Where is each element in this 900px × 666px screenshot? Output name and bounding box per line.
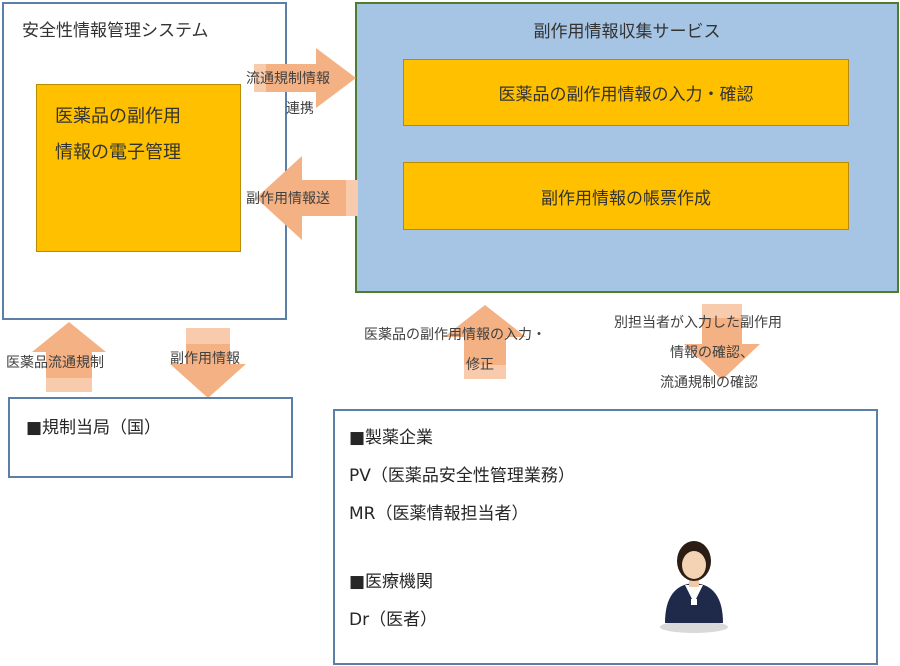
pharma-heading: ■製薬企業 — [349, 428, 434, 448]
side-effect-info-label: 副作用情報 — [170, 351, 240, 367]
parties-box: ■製薬企業 PV（医薬品安全性管理業務） MR（医薬情報担当者） ■医療機関 D… — [333, 409, 878, 665]
confirm-down-arrow-icon — [684, 304, 760, 380]
pv-item: PV（医薬品安全性管理業務） — [349, 466, 575, 486]
report-creation-box: 副作用情報の帳票作成 — [403, 162, 849, 230]
input-confirm-box: 医薬品の副作用情報の入力・確認 — [403, 59, 849, 126]
confirm-label-3: 流通規制の確認 — [660, 375, 758, 391]
list-spacer — [349, 533, 575, 563]
down-arrow-icon — [170, 328, 246, 398]
drug-distribution-regulation-label: 医薬品流通規制 — [6, 355, 104, 371]
up-arrow-icon — [32, 322, 106, 392]
medical-heading: ■医療機関 — [349, 572, 434, 592]
dr-item: Dr（医者） — [349, 610, 438, 630]
safety-system-title: 安全性情報管理システム — [22, 21, 209, 41]
right-arrow-icon — [254, 48, 356, 108]
parties-list: ■製薬企業 PV（医薬品安全性管理業務） MR（医薬情報担当者） ■医療機関 D… — [349, 419, 575, 639]
report-creation-label: 副作用情報の帳票作成 — [541, 188, 711, 209]
input-confirm-label: 医薬品の副作用情報の入力・確認 — [498, 85, 754, 105]
electronic-management-line1: 医薬品の副作用 — [55, 106, 181, 127]
regulator-label: ■規制当局（国） — [26, 418, 162, 438]
person-icon — [660, 541, 728, 633]
mr-item: MR（医薬情報担当者） — [349, 504, 529, 524]
safety-system-box: 安全性情報管理システム 医薬品の副作用 情報の電子管理 — [2, 2, 287, 320]
electronic-management-box: 医薬品の副作用 情報の電子管理 — [36, 84, 241, 252]
input-correction-label-2: 修正 — [466, 357, 494, 373]
left-arrow-icon — [256, 156, 358, 240]
confirm-label-1: 別担当者が入力した副作用 — [614, 315, 782, 331]
input-correction-label-1: 医薬品の副作用情報の入力・ — [364, 327, 546, 343]
distribution-link-label-2: 連携 — [286, 101, 314, 117]
collection-service-box: 副作用情報収集サービス 医薬品の副作用情報の入力・確認 副作用情報の帳票作成 — [355, 2, 899, 293]
collection-service-title: 副作用情報収集サービス — [533, 22, 721, 42]
electronic-management-line2: 情報の電子管理 — [55, 142, 181, 163]
side-effect-send-label: 副作用情報送 — [246, 191, 330, 207]
regulator-box: ■規制当局（国） — [8, 397, 293, 478]
confirm-label-2: 情報の確認、 — [670, 345, 754, 361]
distribution-link-label-1: 流通規制情報 — [246, 71, 330, 87]
input-up-arrow-icon — [444, 305, 526, 379]
